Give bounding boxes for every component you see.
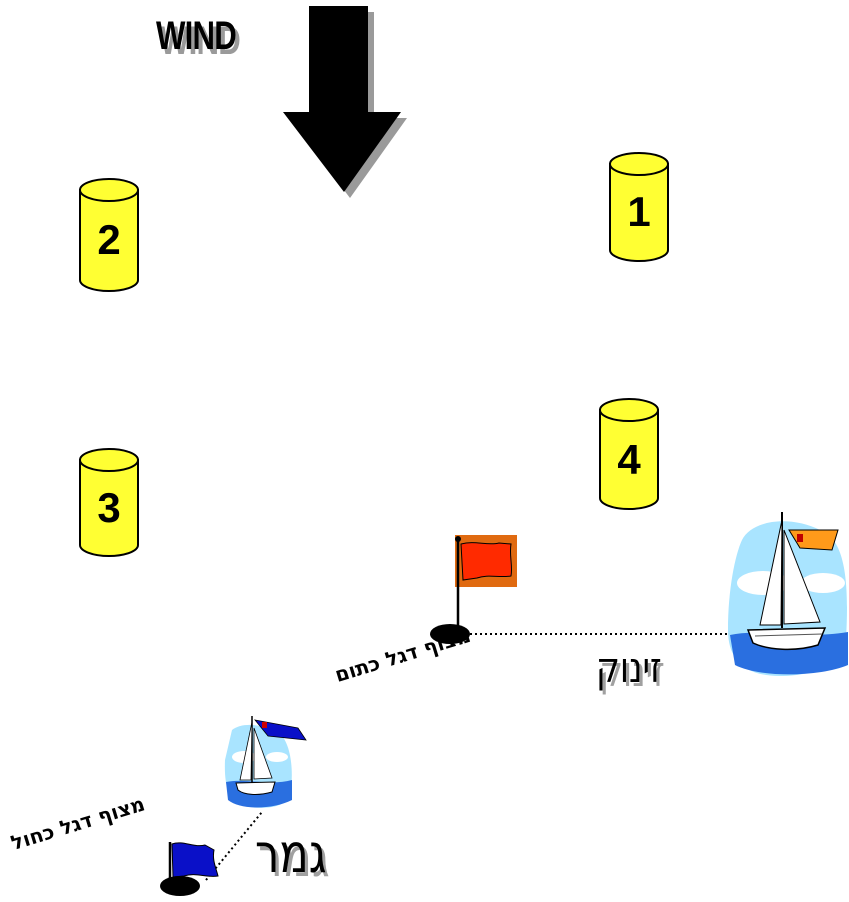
- blue-flag-mark: [160, 842, 219, 896]
- buoy-4: [599, 398, 659, 510]
- buoy-2: [79, 178, 139, 292]
- sailboat-start: [728, 512, 848, 676]
- sailboat-finish: [224, 716, 307, 808]
- orange-flag-mark: [430, 535, 517, 644]
- start-label: זינוק: [596, 643, 662, 692]
- buoy-1-number: 1: [627, 188, 651, 235]
- buoy-3: [79, 448, 139, 557]
- wind-arrow: [283, 6, 407, 198]
- finish-label: גמר: [255, 822, 327, 885]
- wind-label: WIND: [156, 14, 237, 58]
- buoy-1: [609, 152, 669, 262]
- buoy-3-number: 3: [97, 484, 121, 531]
- buoy-4-number: 4: [617, 436, 641, 483]
- buoy-2-number: 2: [97, 216, 121, 263]
